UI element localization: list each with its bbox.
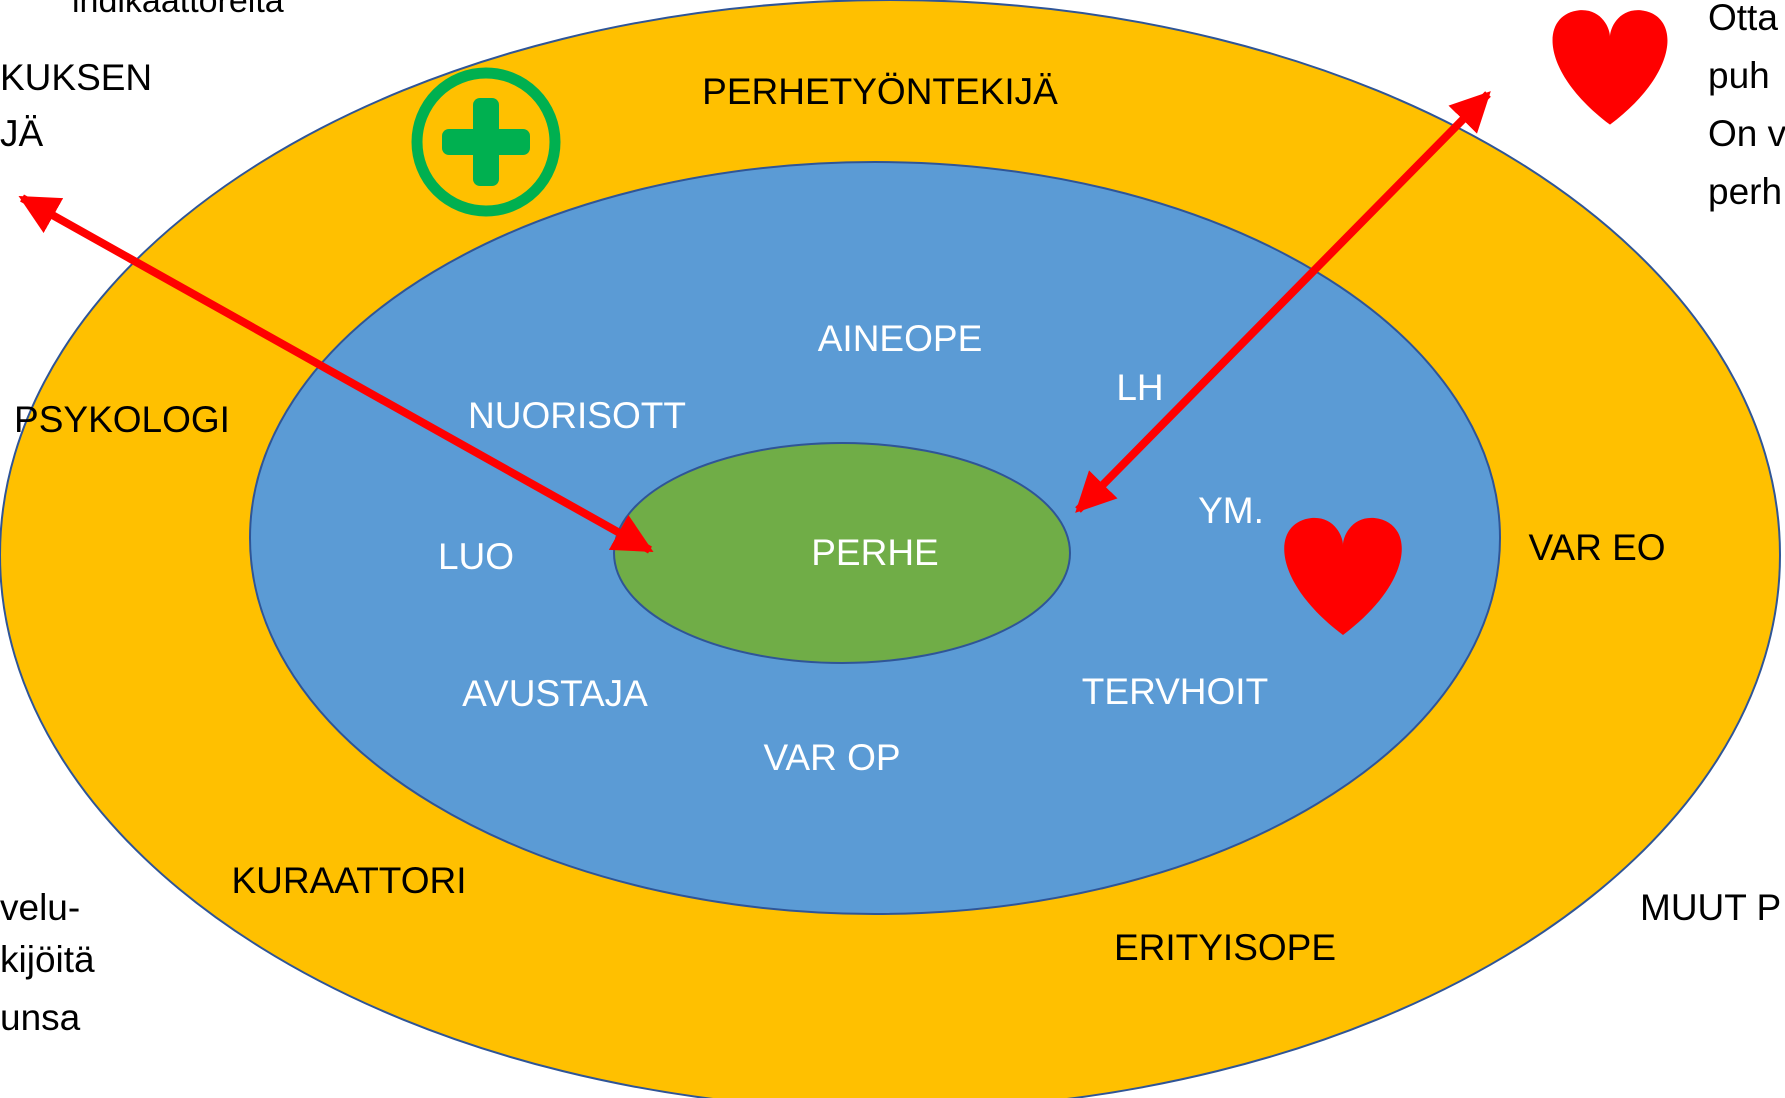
fragment-right-top-3: On v (1708, 113, 1785, 154)
label-var-eo: VAR EO (1528, 527, 1665, 568)
label-lh: LH (1116, 367, 1163, 408)
label-psykologi: PSYKOLOGI (14, 399, 230, 440)
label-tervhoit: TERVHOIT (1082, 671, 1268, 712)
label-erityisope: ERITYISOPE (1114, 927, 1336, 968)
label-perhe: PERHE (811, 532, 938, 573)
label-aineope: AINEOPE (818, 318, 983, 359)
arrow-psykologi-perhe (18, 194, 654, 554)
label-luo: LUO (438, 536, 514, 577)
fragment-right-top-2: puh (1708, 55, 1770, 96)
label-ym: YM. (1198, 490, 1264, 531)
fragment-left-bottom-1: velu- (0, 887, 80, 928)
label-nuorisott: NUORISOTT (468, 395, 686, 436)
arrow-perhe-outside (1075, 91, 1491, 513)
fragment-right-top-4: perh (1708, 171, 1782, 212)
label-perhetyontekija: PERHETYÖNTEKIJÄ (702, 71, 1058, 112)
label-kuraattori: KURAATTORI (231, 860, 466, 901)
heart-icon (1552, 10, 1668, 125)
heart-icon (1284, 517, 1402, 635)
fragment-right-bottom: MUUT P (1640, 887, 1781, 928)
fragment-left-bottom-3: unsa (0, 997, 81, 1038)
fragment-left-top-1: KUKSEN (0, 57, 152, 98)
label-var-op: VAR OP (763, 737, 900, 778)
fragment-bottom: ... (556, 1079, 589, 1098)
center-ellipse (613, 442, 1071, 664)
label-avustaja: AVUSTAJA (462, 673, 648, 714)
fragment-top-left: indikaattoreita (72, 0, 284, 20)
fragment-left-top-2: JÄ (0, 113, 44, 154)
fragment-left-bottom-2: kijöitä (0, 939, 95, 980)
fragment-right-top-1: Otta (1708, 0, 1778, 38)
